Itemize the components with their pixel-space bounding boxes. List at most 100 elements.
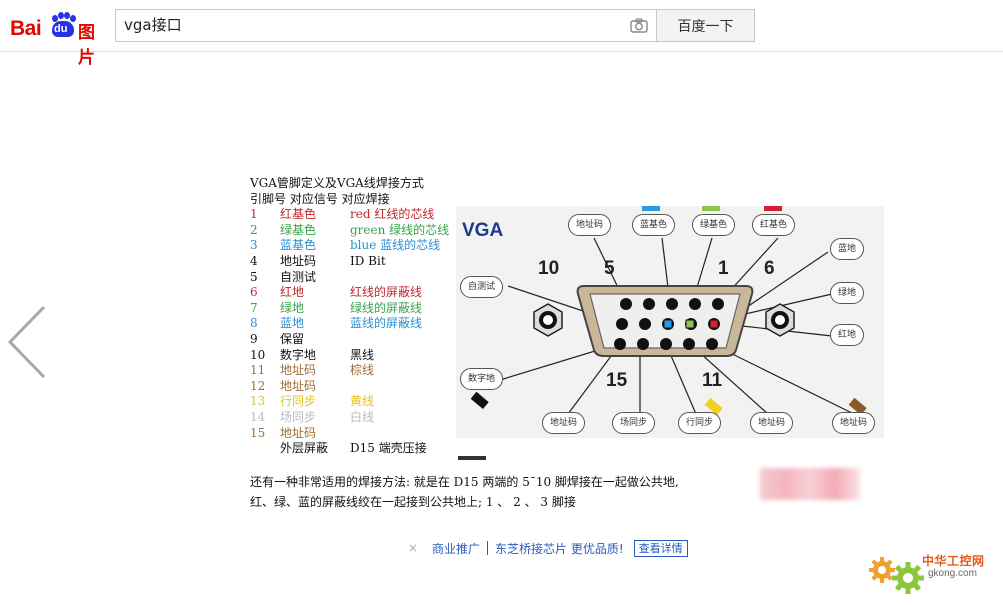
connector-pin <box>666 298 678 310</box>
legend-cell-num: 2 <box>250 222 258 237</box>
legend-cell-sig: 蓝基色 <box>280 238 317 253</box>
legend-cell-num: 14 <box>250 409 266 424</box>
legend-cell-num: 10 <box>250 347 266 362</box>
tag-left-self-test: 自测试 <box>460 276 504 298</box>
close-ad-icon[interactable]: × <box>407 541 419 555</box>
pin-number-5: 5 <box>604 258 615 279</box>
legend-cell-weld: blue 蓝线的芯线 <box>350 238 441 253</box>
pin-number-6: 6 <box>764 258 775 279</box>
view-details-button[interactable]: 查看详情 <box>633 539 688 557</box>
pin-number-1: 1 <box>718 258 729 279</box>
search-box <box>115 9 656 42</box>
legend-cell-sig: 红基色 <box>280 207 317 222</box>
legend-cell-sig: 地址码 <box>280 378 317 393</box>
pin-number-11: 11 <box>702 370 723 391</box>
legend-row: 4 地址码 ID Bit <box>250 254 460 270</box>
connector-drawing <box>470 206 867 415</box>
mounting-screw-left <box>533 303 563 337</box>
legend-row: 5 自测试 <box>250 270 460 286</box>
blurred-watermark <box>760 468 860 500</box>
tag-top-blue-base: 蓝基色 <box>632 214 676 236</box>
watermark-en-text: gkong.com <box>928 568 977 579</box>
vga-connector-diagram: VGA <box>456 206 884 438</box>
welding-note: 还有一种非常适用的焊接方法: 就是在 D15 两端的 5¯10 脚焊接在一起做公… <box>250 472 730 512</box>
legend-cell-sig: 地址码 <box>280 363 317 378</box>
ad-label-link[interactable]: 商业推广 <box>432 541 481 556</box>
welding-note-line-1: 还有一种非常适用的焊接方法: 就是在 D15 两端的 5¯10 脚焊接在一起做公… <box>250 475 679 489</box>
legend-row: 11 地址码 棕线 <box>250 363 460 379</box>
legend-row: 12 地址码 <box>250 379 460 395</box>
legend-cell-weld: 白线 <box>350 409 375 424</box>
tag-bottom-hsync: 行同步 <box>678 412 722 434</box>
baidu-image-logo[interactable]: Bai du 图片 <box>10 10 110 68</box>
legend-cell-num: 12 <box>250 378 266 393</box>
tag-bottom-address-3: 地址码 <box>832 412 876 434</box>
legend-cell-weld: 黄线 <box>350 394 375 409</box>
pin-number-10: 10 <box>538 258 560 279</box>
legend-cell-weld: 黑线 <box>350 347 375 362</box>
legend-cell-sig: 保留 <box>280 331 305 346</box>
legend-row: 6 红地 红线的屏蔽线 <box>250 285 460 301</box>
legend-cell-num: 5 <box>250 269 258 284</box>
legend-cell-num: 11 <box>250 363 266 378</box>
legend-cell-sig: 场同步 <box>280 409 317 424</box>
legend-cell-sig: 红地 <box>280 285 305 300</box>
legend-cell-num: 9 <box>250 331 258 346</box>
tag-top-red-base: 红基色 <box>752 214 796 236</box>
logo-bai-text: Bai <box>10 17 42 40</box>
tag-left-digital-ground: 数字地 <box>460 368 504 390</box>
mounting-screw-right <box>765 303 795 337</box>
legend-cell-num: 8 <box>250 316 258 331</box>
legend-cell-num: 15 <box>250 425 266 440</box>
connector-pin <box>660 338 672 350</box>
legend-cell-num: 13 <box>250 394 266 409</box>
legend-cell-weld: ID Bit <box>350 253 386 268</box>
legend-header: 引脚号 对应信号 对应焊接 <box>250 191 390 206</box>
baidu-paw-icon: du <box>50 12 76 38</box>
legend-cell-num: 7 <box>250 300 258 315</box>
legend-cell-sig: 外层屏蔽 <box>280 441 329 456</box>
legend-row: 2 绿基色 green 绿线的芯线 <box>250 223 460 239</box>
search-input[interactable] <box>124 10 624 41</box>
ad-separator <box>487 541 489 555</box>
connector-pin <box>706 338 718 350</box>
pin-color-mark <box>663 319 673 329</box>
legend-cell-sig: 绿基色 <box>280 222 317 237</box>
legend-title: VGA管脚定义及VGA线焊接方式 <box>250 176 424 190</box>
pin-number-15: 15 <box>606 370 628 391</box>
previous-image-arrow-icon[interactable] <box>6 305 48 379</box>
pin-color-mark <box>709 319 719 329</box>
tag-right-red-ground: 红地 <box>830 324 865 346</box>
logo-tupian-text: 图片 <box>78 23 95 68</box>
logo-du-text: du <box>54 23 68 35</box>
legend-cell-weld: green 绿线的芯线 <box>350 222 450 237</box>
legend-cell-sig: 地址码 <box>280 425 317 440</box>
connector-pin <box>712 298 724 310</box>
ad-text-link[interactable]: 东芝桥接芯片 更优品质! <box>495 541 624 556</box>
legend-cell-sig: 地址码 <box>280 253 317 268</box>
legend-cell-sig: 自测试 <box>280 269 317 284</box>
connector-pin <box>683 338 695 350</box>
legend-cell-num: 4 <box>250 253 258 268</box>
legend-cell-weld: 棕线 <box>350 363 375 378</box>
pin-color-mark <box>685 319 695 329</box>
legend-row: 15 地址码 <box>250 426 460 442</box>
tag-top-address: 地址码 <box>568 214 612 236</box>
legend-cell-num: 1 <box>250 207 258 222</box>
legend-cell-weld: 红线的屏蔽线 <box>350 285 423 300</box>
connector-pin <box>614 338 626 350</box>
legend-cell-num: 6 <box>250 285 258 300</box>
search-button[interactable]: 百度一下 <box>656 9 755 42</box>
tag-bottom-vsync: 场同步 <box>612 412 656 434</box>
legend-row: 14 场同步 白线 <box>250 410 460 426</box>
camera-icon[interactable] <box>630 18 648 33</box>
legend-cell-weld: 蓝线的屏蔽线 <box>350 316 423 331</box>
